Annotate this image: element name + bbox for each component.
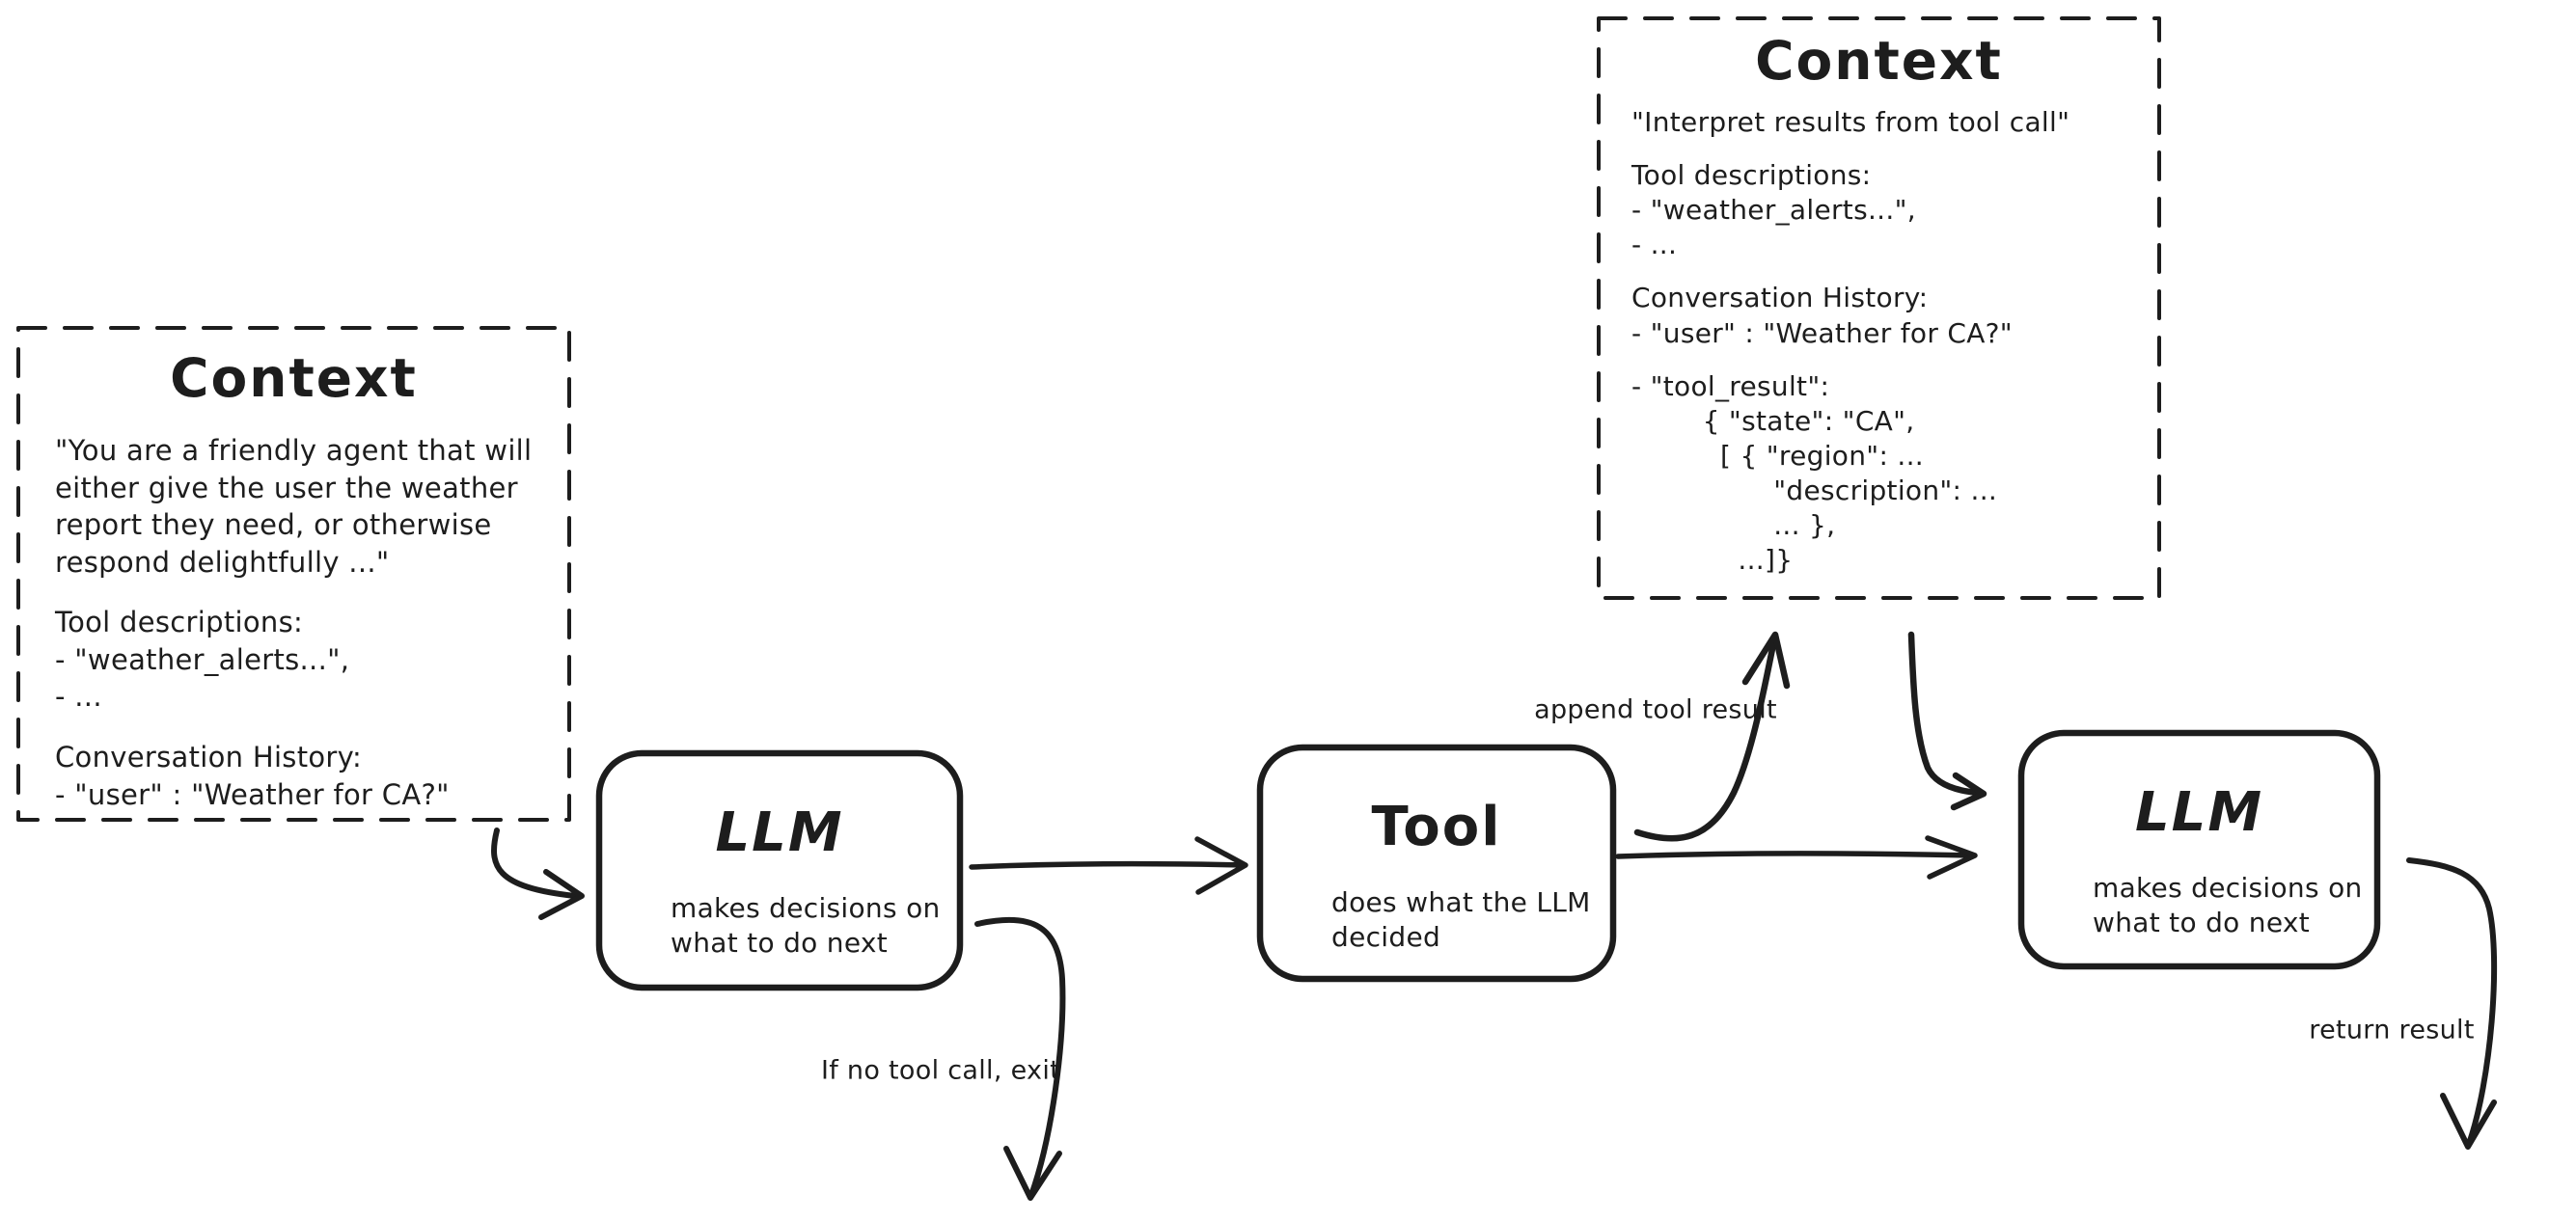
context-left-tool-descriptions: Tool descriptions: - "weather_alerts..."… xyxy=(55,606,350,714)
context-left-conversation-history: Conversation History: - "user" : "Weathe… xyxy=(55,740,450,811)
arrow-tool-append-result xyxy=(1633,631,1791,842)
arrow-tool-to-second-llm xyxy=(1615,835,1978,880)
arrow-return-result xyxy=(2406,857,2498,1150)
context-right-tool-descriptions: Tool descriptions: - "weather_alerts..."… xyxy=(1631,159,1916,261)
tool-node: Tool does what the LLM decided xyxy=(1260,747,1613,979)
arrow-context-to-second-llm xyxy=(1907,631,1987,811)
label-append-tool-result: append tool result xyxy=(1534,694,1777,725)
llm-first-node-box xyxy=(595,749,964,991)
llm-second-node-box xyxy=(2017,729,2381,970)
llm-first-node: LLM makes decisions on what to do next xyxy=(599,753,960,988)
context-right-instruction: "Interpret results from tool call" xyxy=(1631,106,2070,138)
llm-first-node-title: LLM xyxy=(715,801,844,864)
tool-node-box xyxy=(1256,744,1617,983)
context-right-border xyxy=(1597,16,2161,600)
context-right-title: Context xyxy=(1755,30,2003,92)
context-left-border xyxy=(16,326,571,822)
arrow-if-no-tool-call-exit xyxy=(974,916,1066,1201)
arrow-context-to-first-llm xyxy=(491,828,585,920)
context-left-title: Context xyxy=(170,347,418,409)
context-left-system-prompt: "You are a friendly agent that will eith… xyxy=(55,434,533,579)
context-right-box: Context "Interpret results from tool cal… xyxy=(1599,18,2159,598)
label-if-no-tool-call-exit: If no tool call, exit xyxy=(820,1055,1061,1086)
context-right-conversation-history: Conversation History: - "user" : "Weathe… xyxy=(1631,282,2013,349)
llm-second-node-title: LLM xyxy=(2134,781,2264,844)
context-right-tool-result: - "tool_result": { "state": "CA", [ { "r… xyxy=(1631,369,1998,577)
context-left-box: Context "You are a friendly agent that w… xyxy=(18,328,569,820)
llm-first-node-description: makes decisions on what to do next xyxy=(671,892,941,960)
tool-node-description: does what the LLM decided xyxy=(1331,886,1591,954)
llm-second-node-description: makes decisions on what to do next xyxy=(2093,872,2363,939)
arrow-first-llm-to-tool xyxy=(969,836,1248,895)
label-return-result: return result xyxy=(2309,1015,2475,1045)
tool-node-title: Tool xyxy=(1371,796,1502,858)
llm-second-node: LLM makes decisions on what to do next xyxy=(2021,733,2377,966)
